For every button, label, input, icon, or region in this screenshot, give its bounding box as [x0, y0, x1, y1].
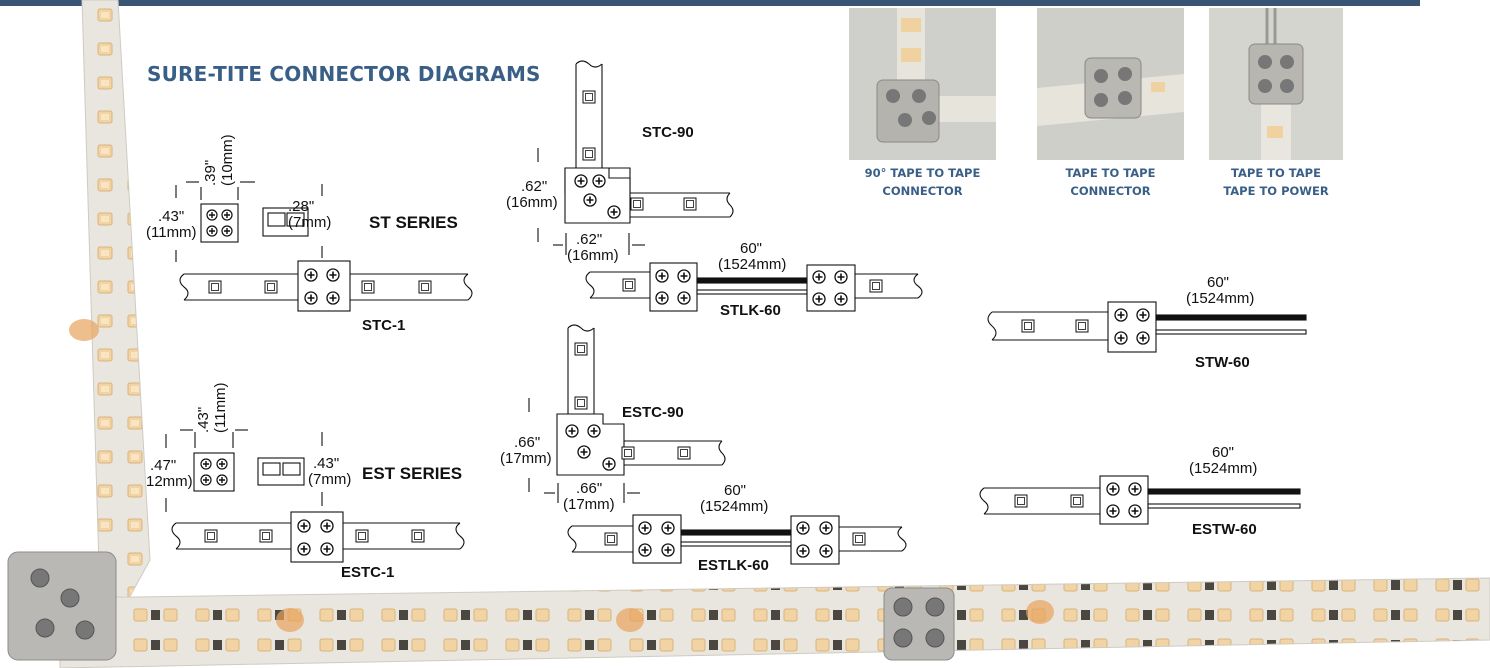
photo-tape-to-tape-connector — [1037, 8, 1184, 160]
stc-90-label: STC-90 — [642, 124, 694, 141]
est-connector-sideview — [257, 432, 323, 506]
caption-line-2: CONNECTOR — [1070, 183, 1151, 198]
st-connector-topview — [175, 181, 255, 262]
est-height-inch: .47" — [150, 457, 177, 474]
stw-60-length-inch: 60" — [1207, 274, 1230, 291]
stlk-60-label: STLK-60 — [720, 302, 781, 319]
estc-90-height-inch: .66" — [514, 434, 541, 451]
estlk-60-length-inch: 60" — [724, 482, 747, 499]
stc-1-label: STC-1 — [362, 317, 406, 334]
photo-caption-90-degree: 90° TAPE TO TAPE CONNECTOR — [849, 165, 996, 201]
st-series-label: ST SERIES — [369, 213, 458, 232]
stc-90-height-inch: .62" — [521, 178, 548, 195]
st-profile-mm: (7mm) — [288, 214, 332, 231]
stlk-60-length-mm: (1524mm) — [718, 256, 787, 273]
caption-line-2: CONNECTOR — [882, 183, 963, 198]
est-connector-topview — [165, 429, 248, 512]
stlk-60-length-inch: 60" — [740, 240, 763, 257]
stc-1-diagram — [179, 260, 473, 312]
est-profile-inch: .43" — [313, 455, 340, 472]
caption-line-1: TAPE TO TAPE — [1065, 166, 1156, 180]
estw-60-length-inch: 60" — [1212, 444, 1235, 461]
photo-caption-tape-to-tape: TAPE TO TAPE CONNECTOR — [1037, 165, 1184, 201]
estc-1-diagram — [171, 511, 465, 563]
est-width-mm: (11mm) — [212, 382, 229, 433]
estw-60-length-mm: (1524mm) — [1189, 460, 1258, 477]
estw-60-diagram — [979, 475, 1301, 525]
st-connector-sideview — [262, 184, 323, 258]
photo-tape-to-power-connector — [1209, 8, 1343, 160]
stlk-60-diagram — [585, 262, 923, 312]
stc-90-width-inch: .62" — [576, 231, 603, 248]
est-series-label: EST SERIES — [362, 464, 463, 483]
stc-90-diagram — [537, 60, 734, 255]
estc-1-label: ESTC-1 — [341, 564, 395, 581]
stw-60-label: STW-60 — [1195, 354, 1250, 371]
caption-line-1: TAPE TO TAPE — [1231, 166, 1321, 180]
st-width-mm: (10mm) — [219, 134, 236, 186]
caption-line-1: 90° TAPE TO TAPE — [864, 166, 981, 180]
estc-90-diagram — [528, 324, 726, 503]
est-profile-mm: (7mm) — [308, 471, 352, 488]
st-height-mm: (11mm) — [146, 224, 197, 241]
estc-90-height-mm: (17mm) — [500, 450, 552, 467]
estc-90-width-mm: (17mm) — [563, 496, 615, 513]
stw-60-length-mm: (1524mm) — [1186, 290, 1255, 307]
stc-90-height-mm: (16mm) — [506, 194, 558, 211]
estw-60-label: ESTW-60 — [1192, 521, 1257, 538]
photo-90-degree-connector — [849, 8, 996, 160]
st-profile-inch: .28" — [288, 198, 315, 215]
est-height-mm: 12mm) — [146, 473, 193, 490]
page-title: SURE-TITE CONNECTOR DIAGRAMS — [147, 62, 541, 86]
estc-90-width-inch: .66" — [576, 480, 603, 497]
estlk-60-label: ESTLK-60 — [698, 557, 769, 574]
caption-line-2: TAPE TO POWER — [1223, 183, 1329, 198]
st-width-inch: .39" — [202, 159, 219, 186]
stc-90-width-mm: (16mm) — [567, 247, 619, 264]
st-height-inch: .43" — [158, 208, 185, 225]
estlk-60-length-mm: (1524mm) — [700, 498, 769, 515]
stw-60-diagram — [987, 301, 1307, 353]
photo-caption-tape-to-power: TAPE TO TAPE TAPE TO POWER — [1200, 165, 1352, 201]
estlk-60-diagram — [567, 514, 907, 565]
estc-90-label: ESTC-90 — [622, 404, 684, 421]
est-width-inch: .43" — [195, 406, 212, 433]
header-bar — [0, 0, 1420, 6]
